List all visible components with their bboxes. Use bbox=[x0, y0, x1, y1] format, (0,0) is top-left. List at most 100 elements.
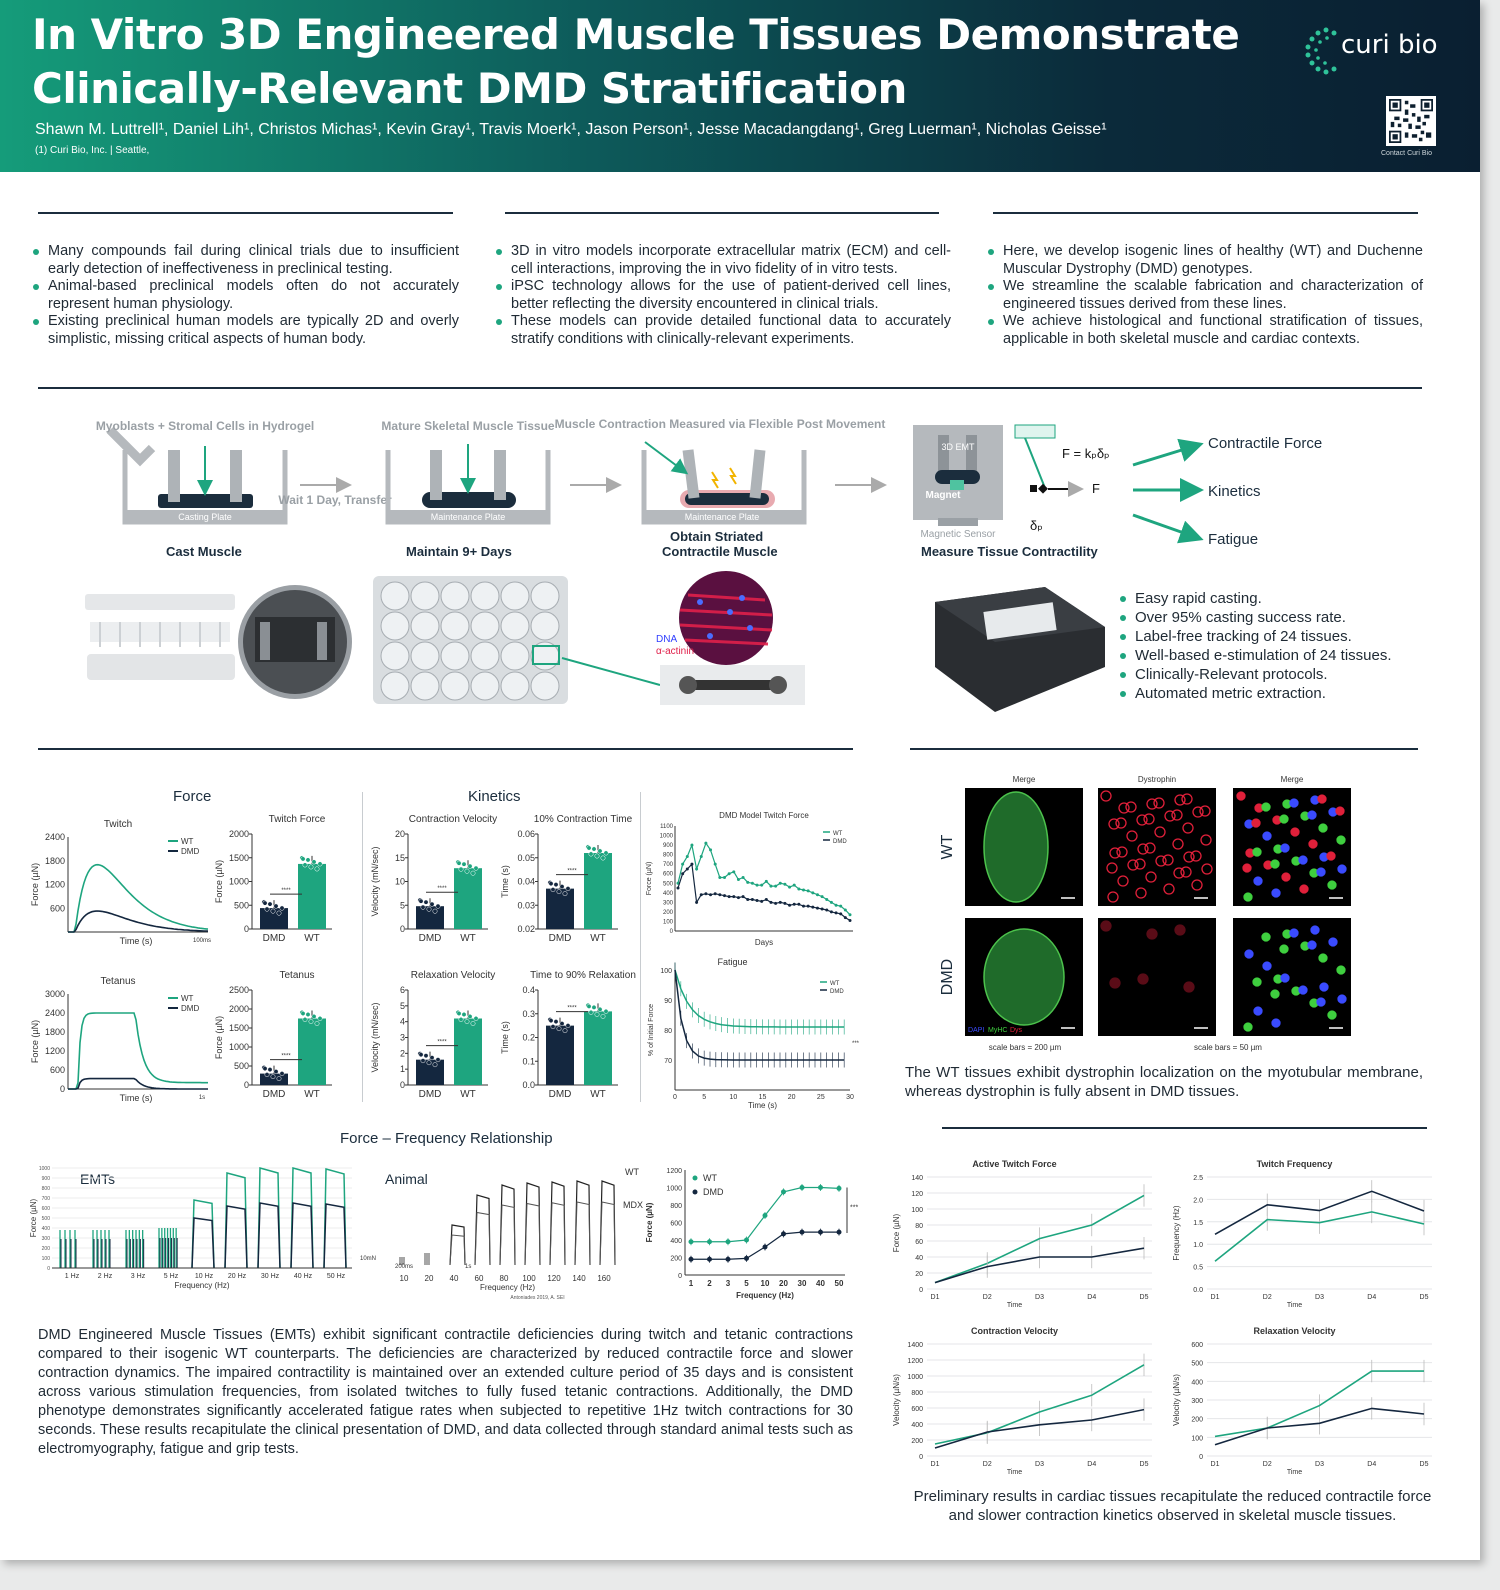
y-tick-label: 500 bbox=[42, 1216, 51, 1222]
data-point bbox=[603, 1008, 609, 1014]
y-tick-label: 10 bbox=[395, 877, 405, 887]
cell bbox=[1144, 842, 1156, 854]
row-header: DMD bbox=[939, 959, 956, 995]
x-tick-label: D1 bbox=[1211, 1461, 1220, 1468]
data-point bbox=[456, 1011, 462, 1016]
y-tick-label: 2000 bbox=[229, 829, 249, 839]
cell bbox=[1243, 1022, 1253, 1032]
scale-bar-label: 1s bbox=[465, 1264, 471, 1270]
cell bbox=[1136, 814, 1148, 826]
x-tick-label: 3 bbox=[726, 1279, 731, 1288]
cell bbox=[1307, 810, 1317, 820]
section-divider bbox=[38, 387, 1422, 389]
y-tick-label: 0 bbox=[60, 1084, 65, 1094]
cardiac-relaxation-velocity-chart: Relaxation Velocity0100200300400500600D1… bbox=[1172, 1326, 1432, 1476]
y-axis-label: Velocity (mN/sec) bbox=[370, 846, 380, 916]
list-item: Many compounds fail during clinical tria… bbox=[33, 243, 459, 278]
legend-label: DMD bbox=[181, 847, 199, 856]
cell bbox=[1109, 977, 1121, 989]
bar bbox=[546, 1025, 574, 1085]
data-point bbox=[565, 1023, 571, 1029]
x-tick-label: D4 bbox=[1087, 1294, 1096, 1301]
trace-pulse bbox=[323, 1203, 347, 1269]
x-tick-label: 0 bbox=[673, 1094, 677, 1101]
series-line bbox=[674, 969, 845, 1061]
trace-pulse bbox=[449, 1234, 466, 1266]
x-tick-label: DMD bbox=[263, 1089, 286, 1100]
chart-title: Tetanus bbox=[279, 970, 314, 981]
x-tick-label: D2 bbox=[983, 1294, 992, 1301]
y-tick-label: 0.4 bbox=[522, 985, 535, 995]
cell bbox=[1143, 813, 1155, 825]
list-item: Over 95% casting success rate. bbox=[1120, 609, 1440, 628]
data-point bbox=[432, 1062, 438, 1068]
list-item: We streamline the scalable fabrication a… bbox=[988, 278, 1423, 313]
cell bbox=[1109, 847, 1121, 859]
y-tick-label: 1000 bbox=[666, 1186, 682, 1193]
legend-label: WT bbox=[181, 994, 194, 1003]
scale-bar-note: scale bars = 200 µm bbox=[989, 1043, 1062, 1052]
legend-label: DMD bbox=[830, 989, 844, 995]
data-point bbox=[426, 906, 432, 912]
y-tick-label: 1000 bbox=[39, 1166, 50, 1172]
trace-pulse bbox=[474, 1211, 491, 1266]
y-tick-label: 900 bbox=[42, 1176, 51, 1182]
data-point bbox=[586, 1003, 592, 1009]
legend-dapi: DAPI bbox=[968, 1027, 984, 1034]
data-point bbox=[591, 846, 597, 852]
y-tick-label: 300 bbox=[42, 1236, 51, 1242]
bar bbox=[298, 863, 326, 929]
y-tick-label: 0.3 bbox=[522, 1009, 535, 1019]
step3-caption-1: Obtain Striated bbox=[670, 529, 764, 544]
y-tick-label: 400 bbox=[663, 891, 674, 897]
affiliation: (1) Curi Bio, Inc. | Seattle, bbox=[35, 145, 150, 156]
cell bbox=[1280, 973, 1290, 983]
y-tick-label: 0 bbox=[1199, 1454, 1203, 1461]
x-tick-label: 2 bbox=[707, 1279, 712, 1288]
y-tick-label: 2.5 bbox=[1193, 1175, 1203, 1182]
cell bbox=[1252, 847, 1262, 857]
list-item: Clinically-Relevant protocols. bbox=[1120, 666, 1440, 685]
legend-label: WT bbox=[181, 837, 194, 846]
y-tick-label: 600 bbox=[50, 903, 65, 913]
trace-pulse bbox=[599, 1180, 616, 1266]
y-tick-label: 120 bbox=[911, 1191, 923, 1198]
source-note: Antoniades 2019, A. SEI bbox=[510, 1295, 564, 1301]
y-tick-label: 1400 bbox=[907, 1342, 923, 1349]
data-point bbox=[262, 1066, 268, 1072]
series-line bbox=[934, 1247, 1145, 1284]
data-point bbox=[550, 1024, 556, 1030]
y-tick-label: 1.0 bbox=[1193, 1242, 1203, 1249]
series-line bbox=[68, 1012, 208, 1090]
y-tick-label: 100 bbox=[660, 968, 672, 975]
series-line bbox=[68, 863, 209, 933]
cell bbox=[1281, 872, 1291, 882]
cell bbox=[1171, 809, 1183, 821]
cell bbox=[1116, 846, 1128, 858]
data-point bbox=[267, 1067, 273, 1073]
data-point bbox=[565, 886, 571, 892]
chart-title: Time to 90% Relaxation bbox=[530, 970, 636, 981]
x-tick-label: 5 bbox=[744, 1279, 749, 1288]
chart-title: Tetanus bbox=[100, 976, 135, 987]
cell bbox=[1310, 925, 1320, 935]
cell bbox=[1173, 867, 1185, 879]
data-point bbox=[600, 1013, 606, 1019]
qr-code-icon[interactable] bbox=[1386, 96, 1436, 146]
data-point bbox=[553, 1019, 559, 1025]
x-tick-label: 2 Hz bbox=[98, 1273, 113, 1280]
cell bbox=[1117, 875, 1129, 887]
x-tick-label: 30 Hz bbox=[261, 1273, 280, 1280]
output-force: Contractile Force bbox=[1208, 435, 1322, 452]
list-item: Well-based e-stimulation of 24 tissues. bbox=[1120, 647, 1440, 666]
cell bbox=[1318, 953, 1328, 963]
y-tick-label: 0.02 bbox=[517, 924, 535, 934]
cell bbox=[1327, 1010, 1337, 1020]
y-tick-label: 2.0 bbox=[1193, 1197, 1203, 1204]
bar bbox=[260, 1073, 288, 1085]
panel-title: EMTs bbox=[80, 1171, 115, 1187]
y-axis-label: Time (s) bbox=[500, 865, 510, 898]
x-tick-label: 5 bbox=[702, 1094, 706, 1101]
cell bbox=[1155, 855, 1167, 867]
